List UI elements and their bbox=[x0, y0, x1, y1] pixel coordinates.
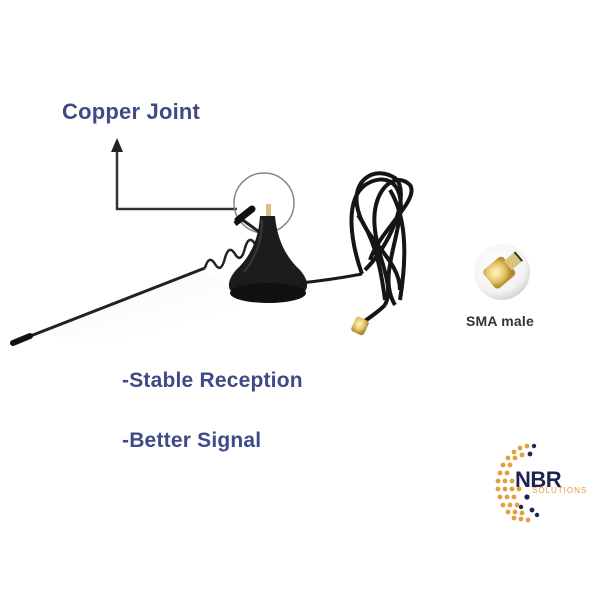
antenna-shadow bbox=[30, 270, 260, 340]
feature-better-signal: -Better Signal bbox=[122, 429, 262, 452]
sma-plug bbox=[351, 316, 369, 336]
coiled-cable bbox=[349, 171, 414, 327]
sma-male-label: SMA male bbox=[466, 313, 534, 329]
callout-arrow bbox=[111, 138, 237, 211]
copper-joint-label: Copper Joint bbox=[62, 99, 201, 124]
magnetic-base bbox=[228, 216, 308, 303]
feature-stable-reception: -Stable Reception bbox=[122, 369, 303, 392]
nbr-logo-text: NBR bbox=[515, 467, 562, 492]
nbr-logo-tagline: SOLUTIONS bbox=[532, 486, 588, 495]
coax-cable bbox=[299, 272, 363, 285]
copper-pin bbox=[266, 204, 271, 218]
nbr-logo-globe bbox=[495, 443, 540, 523]
sma-male-bubble bbox=[474, 244, 530, 300]
